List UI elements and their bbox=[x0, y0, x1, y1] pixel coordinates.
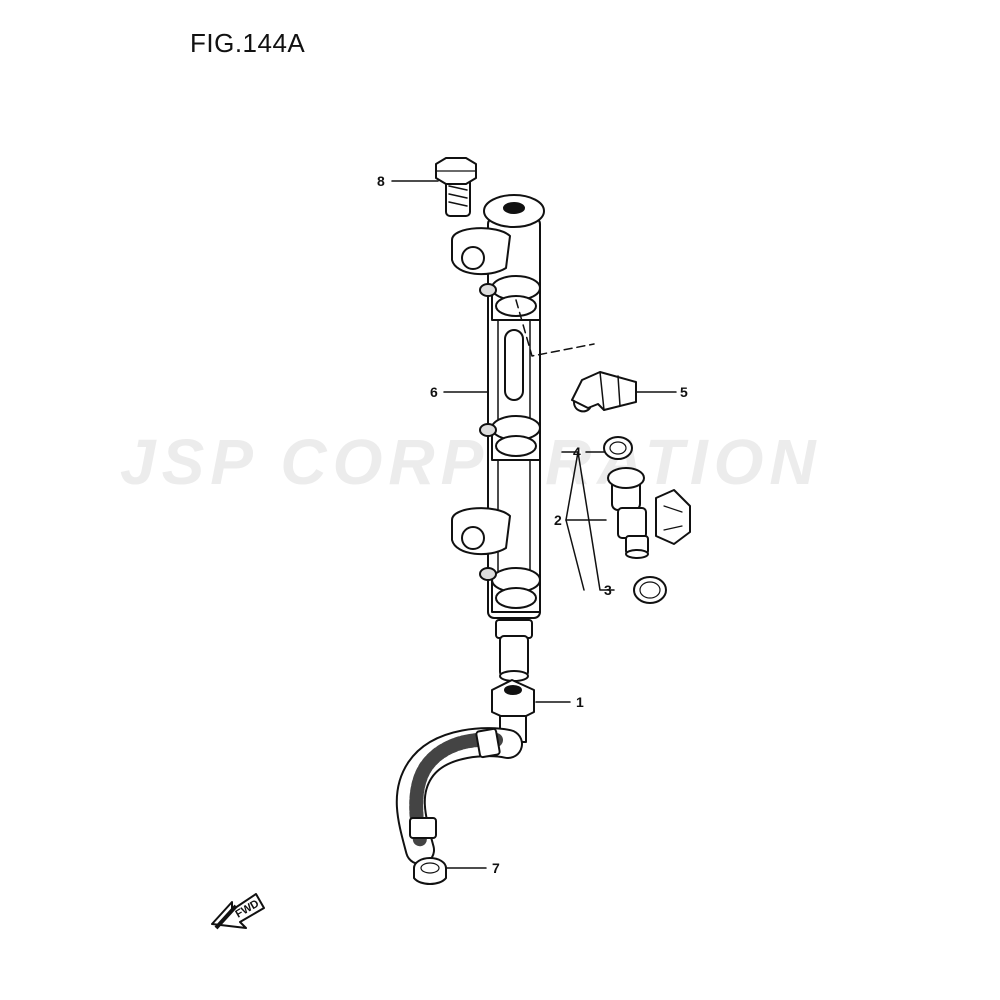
figure-title: FIG.144A bbox=[190, 28, 306, 58]
clip-part bbox=[571, 371, 637, 413]
bolt-part bbox=[435, 157, 477, 217]
seal-part bbox=[633, 576, 667, 604]
callout-2: 2 bbox=[554, 512, 562, 528]
callout-4: 4 bbox=[573, 444, 581, 460]
callout-3: 3 bbox=[604, 582, 612, 598]
callout-8: 8 bbox=[377, 173, 385, 189]
callout-1: 1 bbox=[576, 694, 584, 710]
watermark-text: JSP CORPORATION bbox=[120, 426, 822, 498]
fuel-hose-part bbox=[395, 727, 523, 865]
fuel-rail-part bbox=[451, 194, 545, 682]
forward-arrow-icon bbox=[211, 893, 265, 930]
o-ring-part bbox=[603, 436, 633, 460]
callout-7: 7 bbox=[492, 860, 500, 876]
fitting-part bbox=[491, 679, 535, 743]
callout-6: 6 bbox=[430, 384, 438, 400]
hose-clamp-part bbox=[413, 857, 447, 885]
injector-part bbox=[607, 467, 691, 559]
callout-5: 5 bbox=[680, 384, 688, 400]
